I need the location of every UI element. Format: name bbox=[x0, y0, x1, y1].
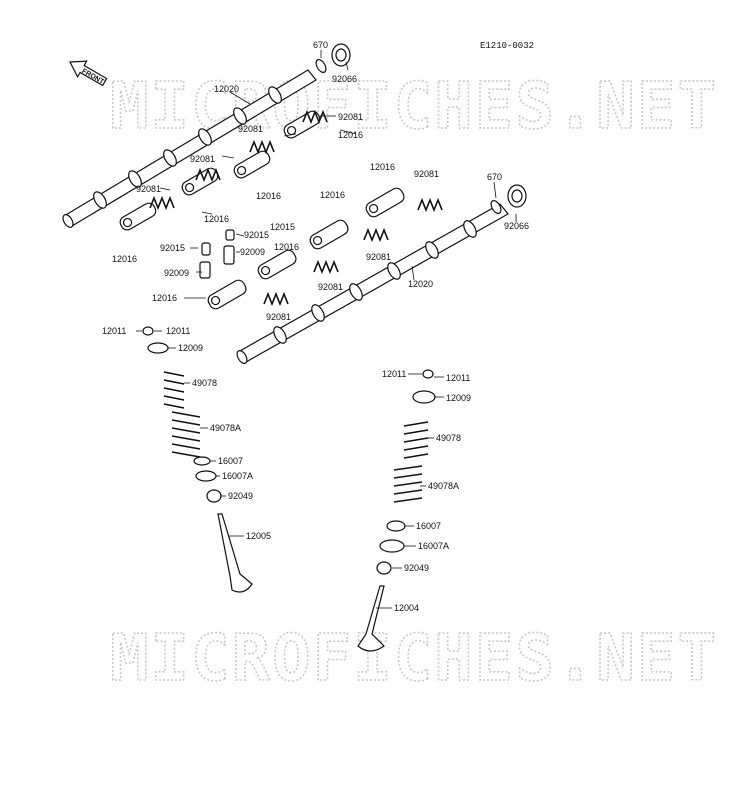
label-49078-a: 49078 bbox=[192, 378, 217, 388]
label-92081-a: 92081 bbox=[338, 112, 363, 122]
camshaft-lower bbox=[236, 203, 509, 364]
rocker-springs bbox=[149, 109, 443, 307]
oring-upper bbox=[315, 59, 327, 73]
label-12016-c: 12016 bbox=[204, 214, 229, 224]
label-92081-f: 92081 bbox=[366, 252, 391, 262]
label-92081-g: 92081 bbox=[318, 282, 343, 292]
label-670-b: 670 bbox=[487, 172, 502, 182]
label-16007A-a: 16007A bbox=[222, 471, 253, 481]
label-92049-a: 92049 bbox=[228, 491, 253, 501]
label-92066-b: 92066 bbox=[504, 221, 529, 231]
label-12004: 12004 bbox=[394, 603, 419, 613]
label-12016-a: 12016 bbox=[338, 130, 363, 140]
label-12016-d: 12016 bbox=[112, 254, 137, 264]
label-49078A-b: 49078A bbox=[428, 481, 459, 491]
cap-upper bbox=[331, 43, 351, 67]
label-92081-b: 92081 bbox=[238, 124, 263, 134]
label-12005: 12005 bbox=[246, 531, 271, 541]
label-12020-b: 12020 bbox=[408, 279, 433, 289]
label-92081-e: 92081 bbox=[414, 169, 439, 179]
label-12011-c: 12011 bbox=[382, 369, 406, 379]
label-92049-b: 92049 bbox=[404, 563, 429, 573]
label-92081-c: 92081 bbox=[190, 154, 215, 164]
label-12016-g: 12016 bbox=[274, 242, 299, 252]
label-49078-b: 49078 bbox=[436, 433, 461, 443]
label-12016-f: 12016 bbox=[320, 190, 345, 200]
label-49078A-a: 49078A bbox=[210, 423, 241, 433]
label-92081-d: 92081 bbox=[136, 184, 161, 194]
label-12015: 12015 bbox=[270, 222, 295, 232]
label-12009-a: 12009 bbox=[178, 343, 203, 353]
label-12011-d: 12011 bbox=[446, 373, 470, 383]
label-12016-h: 12016 bbox=[152, 293, 177, 303]
label-92015-a: 92015 bbox=[160, 243, 185, 253]
label-12016-b: 12016 bbox=[256, 191, 281, 201]
label-12016-e: 12016 bbox=[370, 162, 395, 172]
camshaft-upper bbox=[62, 69, 317, 228]
leader-lines bbox=[136, 50, 517, 609]
label-92009-b: 92009 bbox=[240, 247, 265, 257]
label-670-a: 670 bbox=[313, 40, 328, 50]
label-12011-b: 12011 bbox=[166, 326, 190, 336]
label-12011-a: 12011 bbox=[102, 326, 126, 336]
label-12009-b: 12009 bbox=[446, 393, 471, 403]
rocker-arms bbox=[119, 110, 405, 310]
cap-lower bbox=[507, 184, 527, 208]
front-arrow-icon: FRONT bbox=[69, 60, 108, 87]
label-16007A-b: 16007A bbox=[418, 541, 449, 551]
label-16007-b: 16007 bbox=[416, 521, 441, 531]
oring-lower bbox=[490, 200, 502, 214]
valve-assembly-left bbox=[142, 326, 253, 593]
label-92081-h: 92081 bbox=[266, 312, 291, 322]
label-16007-a: 16007 bbox=[218, 456, 243, 466]
adjusters bbox=[199, 229, 235, 279]
valve-assembly-right bbox=[357, 369, 436, 652]
label-92009-a: 92009 bbox=[164, 268, 189, 278]
label-92015-b: 92015 bbox=[244, 230, 269, 240]
diagram-code: E1210-0032 bbox=[480, 41, 534, 51]
part-labels: 670 92066 12020 92081 92081 12016 92081 … bbox=[102, 40, 529, 613]
watermark-bottom: MICROFICHES.NET bbox=[110, 622, 718, 696]
label-12020-a: 12020 bbox=[214, 84, 239, 94]
label-92066-a: 92066 bbox=[332, 74, 357, 84]
